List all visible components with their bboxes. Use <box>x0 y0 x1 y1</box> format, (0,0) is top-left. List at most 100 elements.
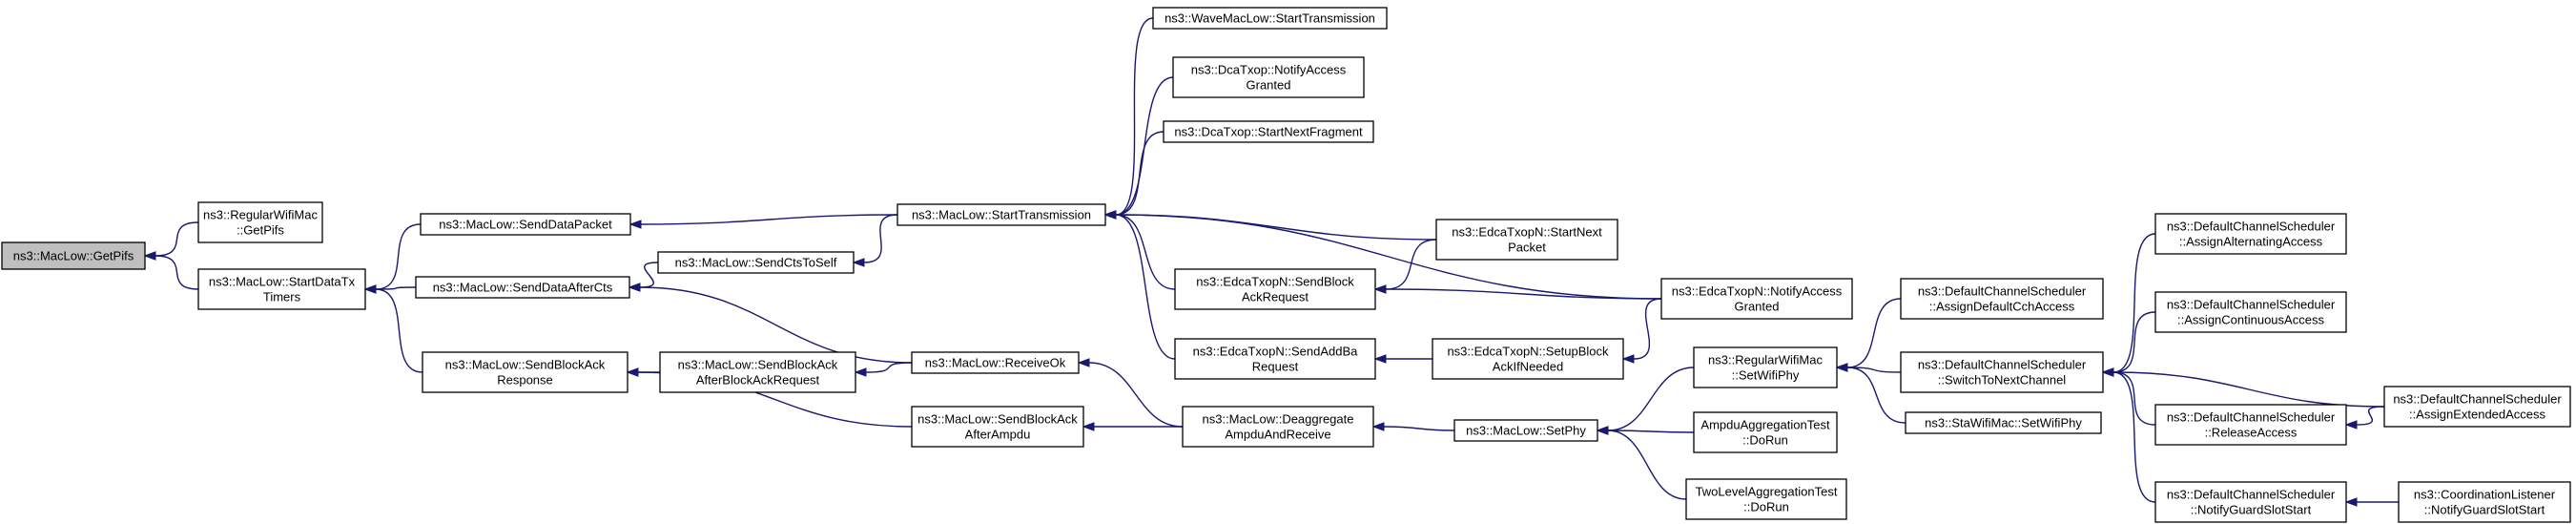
node-regular_getpifs[interactable]: ns3::RegularWifiMac::GetPifs <box>197 201 323 243</box>
node-label-line: ns3::EdcaTxopN::SendBlock <box>1196 275 1354 289</box>
node-box <box>2398 481 2571 523</box>
node-label-line: ::AssignContinuousAccess <box>2177 313 2324 327</box>
call-edge-deaggregate-to-receiveok <box>1088 362 1184 428</box>
node-box <box>1900 278 2104 320</box>
node-label-line: AfterBlockAckRequest <box>696 373 820 388</box>
node-box <box>422 351 629 393</box>
node-dcs_notifyguard[interactable]: ns3::DefaultChannelScheduler::NotifyGuar… <box>2154 481 2347 523</box>
node-ampdu_test[interactable]: AmpduAggregationTest::DoRun <box>1693 411 1838 453</box>
node-senddatapacket[interactable]: ns3::MacLow::SendDataPacket <box>420 213 631 236</box>
node-box <box>1660 278 1853 320</box>
node-label-line: Request <box>1252 360 1299 374</box>
node-dcs_extended[interactable]: ns3::DefaultChannelScheduler::AssignExte… <box>2383 386 2571 428</box>
call-edge-receiveok-to-senddataaftercts <box>639 286 913 364</box>
node-label-line: ns3::RegularWifiMac <box>203 208 318 222</box>
node-coord_notifyguard[interactable]: ns3::CoordinationListener::NotifyGuardSl… <box>2398 481 2571 523</box>
node-label-line: ns3::DefaultChannelScheduler <box>2167 298 2336 312</box>
node-label-line: ::AssignDefaultCchAccess <box>1929 300 2075 314</box>
node-label-line: ns3::DefaultChannelScheduler <box>2167 488 2336 502</box>
node-label-line: ns3::MacLow::SendBlockAck <box>678 358 838 372</box>
call-edge-regular_getpifs-to-getpifs <box>155 221 199 257</box>
call-edge-wave_starttx-to-starttransmission <box>1115 17 1154 216</box>
node-label-line: ns3::MacLow::StartDataTx <box>209 275 356 289</box>
arrowhead-dcs_extended-to-dcs_switch <box>2101 367 2114 377</box>
call-edge-setphy-to-deaggregate <box>1383 426 1455 431</box>
node-label-line: ns3::MacLow::ReceiveOk <box>925 356 1066 370</box>
node-box <box>911 351 1080 374</box>
call-edge-starttransmission-to-sendctstoself <box>863 214 898 263</box>
node-box <box>911 406 1084 448</box>
node-label-line: ::AssignExtendedAccess <box>2409 408 2546 422</box>
node-label-line: AmpduAggregationTest <box>1700 418 1830 432</box>
node-getpifs[interactable]: ns3::MacLow::GetPifs <box>1 241 146 270</box>
node-label-line: ::DoRun <box>1742 433 1788 448</box>
node-setphy[interactable]: ns3::MacLow::SetPhy <box>1453 419 1598 442</box>
node-box <box>1174 338 1376 380</box>
node-sendblockackafterbar[interactable]: ns3::MacLow::SendBlockAckAfterBlockAckRe… <box>659 351 856 393</box>
node-dca_startnext[interactable]: ns3::DcaTxop::StartNextFragment <box>1163 120 1374 143</box>
node-box <box>2154 213 2347 255</box>
call-edge-dcs_continuous-to-dcs_switch <box>2112 311 2156 373</box>
node-label-line: ns3::DefaultChannelScheduler <box>2167 410 2336 425</box>
call-edge-receiveok-to-sendblockackafterbar <box>865 362 913 373</box>
node-label-line: ns3::MacLow::SetPhy <box>1466 424 1586 438</box>
node-label-line: ns3::MacLow::StartTransmission <box>912 208 1091 222</box>
arrowhead-deaggregate-to-sendblockackafterampdu <box>1082 422 1095 431</box>
node-box <box>1 241 146 270</box>
call-edge-edca_sendaddba-to-starttransmission <box>1115 214 1176 360</box>
node-regular_setwifiphy[interactable]: ns3::RegularWifiMac::SetWifiPhy <box>1693 346 1838 388</box>
call-edge-dca_startnext-to-starttransmission <box>1115 131 1164 216</box>
node-label-line: ::SwitchToNextChannel <box>1938 373 2067 388</box>
call-edges <box>143 17 2399 507</box>
node-senddataaftercts[interactable]: ns3::MacLow::SendDataAfterCts <box>415 276 630 299</box>
node-label-line: AckRequest <box>1242 290 1309 304</box>
call-edge-sendctstoself-to-senddataaftercts <box>639 262 659 288</box>
node-dcs_assigndefault[interactable]: ns3::DefaultChannelScheduler::AssignDefa… <box>1900 278 2104 320</box>
call-edge-dcs_assigndefault-to-regular_setwifiphy <box>1846 298 1902 368</box>
call-edge-edca_notify-to-edca_setupblockack <box>1633 298 1662 360</box>
node-label-line: ::GetPifs <box>237 223 284 238</box>
node-label-line: ns3::MacLow::GetPifs <box>13 249 134 263</box>
arrowhead-edca_notify-to-edca_setupblockack <box>1621 354 1635 364</box>
node-dcs_continuous[interactable]: ns3::DefaultChannelScheduler::AssignCont… <box>2154 291 2347 333</box>
node-box <box>2154 404 2347 446</box>
node-label-line: ns3::MacLow::Deaggregate <box>1203 412 1354 427</box>
arrowhead-sendblockackresponse-to-startdatatx <box>363 284 377 294</box>
arrowhead-twolevel_test-to-setphy <box>1596 426 1609 435</box>
node-box <box>2383 386 2571 428</box>
node-box <box>1693 411 1838 453</box>
node-label-line: ::DoRun <box>1743 500 1789 514</box>
node-label-line: ns3::DefaultChannelScheduler <box>2393 392 2562 407</box>
node-box <box>1453 419 1598 442</box>
node-dcs_alternating[interactable]: ns3::DefaultChannelScheduler::AssignAlte… <box>2154 213 2347 255</box>
node-box <box>1172 56 1365 98</box>
node-twolevel_test[interactable]: TwoLevelAggregationTest::DoRun <box>1685 478 1847 520</box>
call-edge-sendblockackresponse-to-startdatatx <box>375 288 423 373</box>
call-edge-edca_startnextpacket-to-edca_sendbar <box>1385 239 1437 290</box>
node-dcs_switch[interactable]: ns3::DefaultChannelScheduler::SwitchToNe… <box>1900 351 2104 393</box>
node-sendctstoself[interactable]: ns3::MacLow::SendCtsToSelf <box>657 251 855 274</box>
call-edge-dcs_release-to-dcs_switch <box>2112 371 2156 426</box>
arrowhead-starttransmission-to-sendctstoself <box>852 258 865 267</box>
call-edge-ampdu_test-to-setphy <box>1607 430 1695 433</box>
node-sta_setwifiphy[interactable]: ns3::StaWifiMac::SetWifiPhy <box>1905 411 2102 434</box>
node-wave_starttx[interactable]: ns3::WaveMacLow::StartTransmission <box>1152 7 1388 30</box>
call-edge-twolevel_test-to-setphy <box>1607 430 1687 500</box>
node-dcs_release[interactable]: ns3::DefaultChannelScheduler::ReleaseAcc… <box>2154 404 2347 446</box>
node-starttransmission[interactable]: ns3::MacLow::StartTransmission <box>896 203 1106 226</box>
node-label-line: ns3::DcaTxop::NotifyAccess <box>1191 63 1347 77</box>
node-box <box>197 268 366 310</box>
call-edge-dcs_extended-to-dcs_switch <box>2112 371 2385 408</box>
node-receiveok[interactable]: ns3::MacLow::ReceiveOk <box>911 351 1080 374</box>
arrowhead-receiveok-to-senddataaftercts <box>628 283 641 292</box>
